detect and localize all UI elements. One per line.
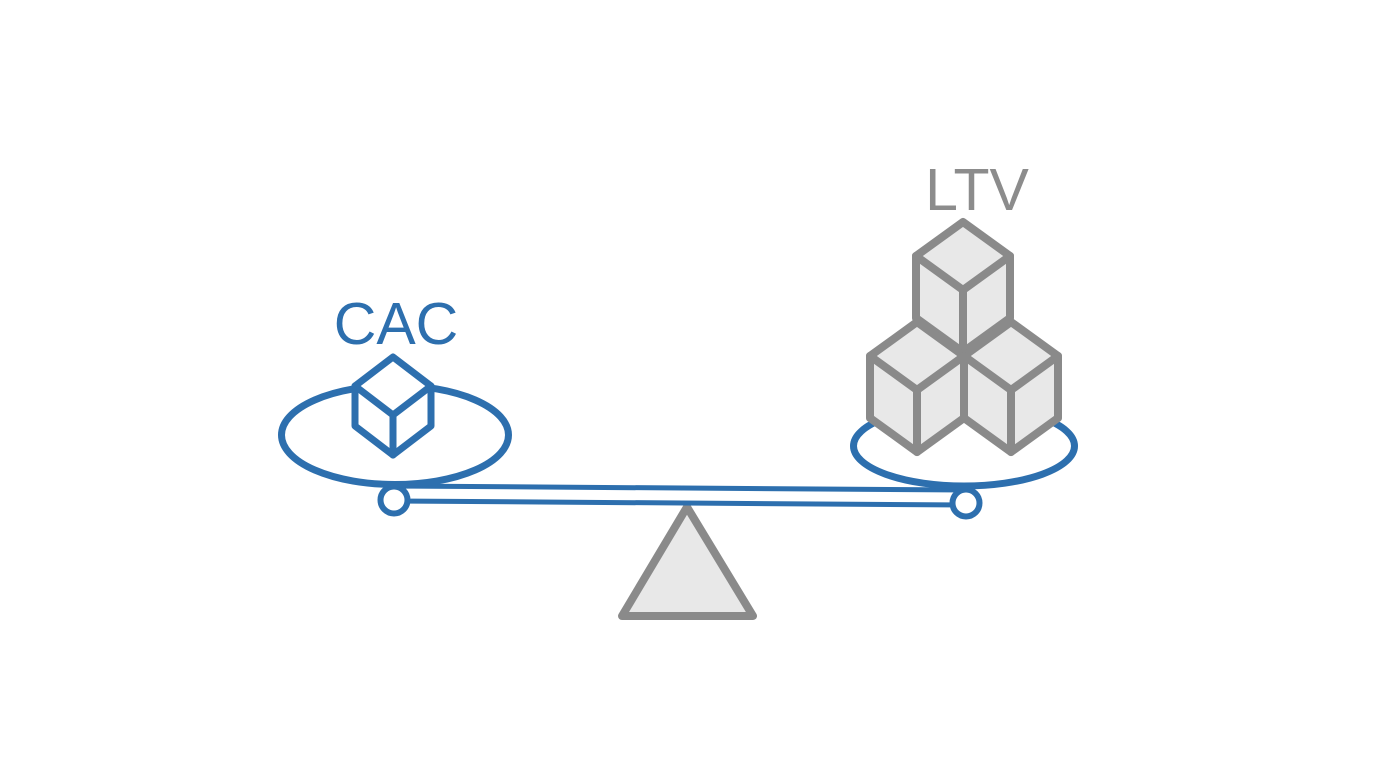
ltv-label: LTV [925, 157, 1029, 223]
fulcrum-triangle [618, 503, 757, 620]
cac-label: CAC [333, 291, 459, 357]
ltv-cube-top [912, 218, 1014, 356]
left-pan-pivot [377, 483, 411, 517]
balance-beam [391, 483, 969, 508]
ltv-cube-bottom-right [960, 318, 1062, 456]
right-pan-pivot [949, 486, 983, 520]
cac-cube-icon [351, 353, 435, 459]
ltv-cube-bottom-left [866, 318, 968, 456]
ltv-cube-stack-icon [866, 218, 1062, 456]
